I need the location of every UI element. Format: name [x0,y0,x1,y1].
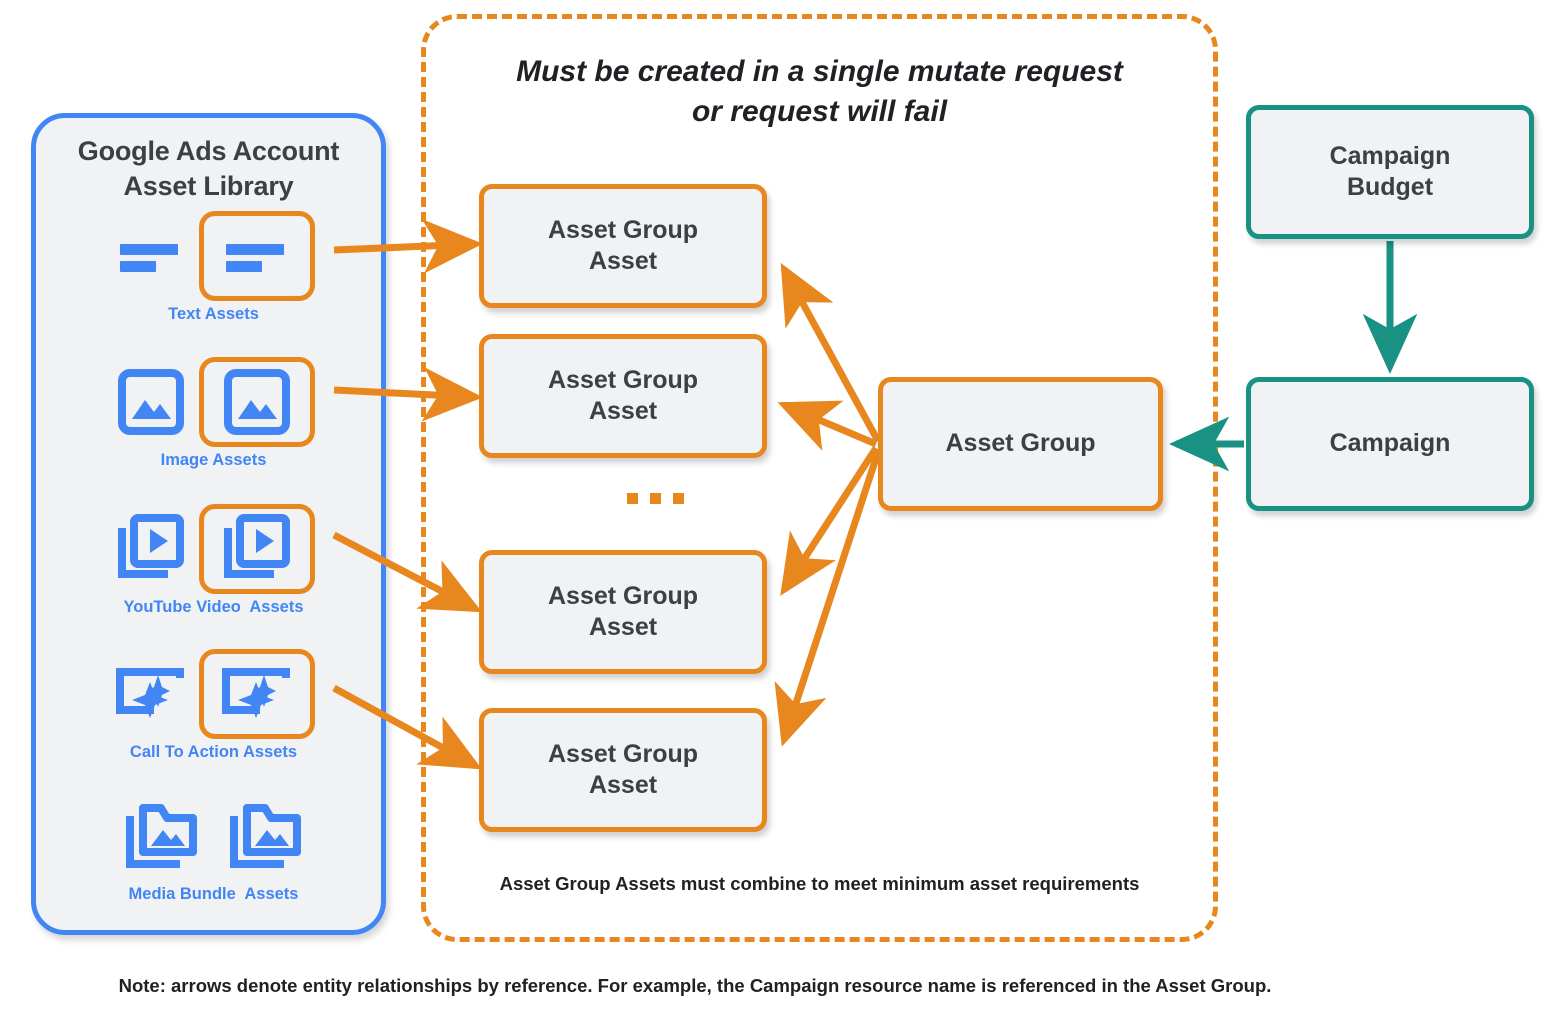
ellipsis-dot-1 [627,493,638,504]
library-caption-media-bundle-assets: Media Bundle Assets [128,885,299,903]
asset-library-title-line-2: Asset Library [123,170,294,201]
aga-line-2: Asset [588,397,658,425]
asset-group-asset-label-1: Asset Group Asset [548,215,698,278]
library-caption-youtube-video-assets: YouTube Video Assets [123,598,304,616]
asset-group-asset-label-4: Asset Group Asset [548,739,698,802]
aga-line-1: Asset Group [547,365,699,394]
media-bundle-folder-icon [124,798,200,874]
mutate-request-container [421,14,1218,942]
library-row-youtube-video-assets: YouTube Video Assets [36,503,391,617]
library-row-call-to-action-assets: Call To Action Assets [36,648,391,762]
asset-group-asset-node-2[interactable]: Asset Group Asset [479,334,767,458]
asset-group-asset-ellipsis [627,493,684,504]
image-icon-selected[interactable] [198,357,315,447]
library-caption-text-assets: Text Assets [168,305,259,323]
asset-group-asset-node-4[interactable]: Asset Group Asset [479,708,767,832]
asset-library-panel: Google Ads Account Asset Library [31,113,386,935]
asset-library-title: Google Ads Account Asset Library [36,134,381,203]
library-caption-call-to-action-assets: Call To Action Assets [129,743,298,761]
mutate-request-footnote: Asset Group Assets must combine to meet … [499,873,1140,894]
library-caption-image-assets: Image Assets [160,451,267,469]
mutate-request-title: Must be created in a single mutate reque… [441,52,1198,131]
asset-group-asset-label-3: Asset Group Asset [548,581,698,644]
video-stack-icons [36,503,391,595]
mutate-title-line-1: Must be created in a single mutate reque… [516,55,1123,88]
aga-line-1: Asset Group [547,581,699,610]
aga-line-2: Asset [588,247,658,275]
library-row-text-assets: Text Assets [36,210,391,324]
text-lines-icon [113,218,189,294]
media-bundle-folder-icons [36,790,391,882]
diagram-note: Note: arrows denote entity relationships… [118,975,1272,996]
campaign-budget-node[interactable]: Campaign Budget [1246,105,1534,239]
call-to-action-icon [113,656,189,732]
asset-group-node[interactable]: Asset Group [878,377,1163,511]
aga-line-2: Asset [588,771,658,799]
campaign-budget-label: Campaign Budget [1330,141,1451,204]
ellipsis-dot-3 [673,493,684,504]
library-row-image-assets: Image Assets [36,356,391,470]
asset-group-label: Asset Group [945,429,1096,458]
aga-line-1: Asset Group [547,215,699,244]
asset-group-asset-label-2: Asset Group Asset [548,365,698,428]
text-assets-icons [36,210,391,302]
asset-library-title-line-1: Google Ads Account [77,136,340,166]
video-stack-icon [113,511,189,587]
asset-group-asset-node-1[interactable]: Asset Group Asset [479,184,767,308]
aga-line-1: Asset Group [547,739,699,768]
call-to-action-icons [36,648,391,740]
campaign-label: Campaign [1329,429,1451,458]
image-icon [113,364,189,440]
aga-line-2: Asset [588,613,658,641]
campaign-budget-line-1: Campaign [1329,141,1451,170]
text-lines-icon-selected[interactable] [198,211,315,301]
media-bundle-folder-icon-second [228,798,304,874]
asset-group-asset-node-3[interactable]: Asset Group Asset [479,550,767,674]
mutate-title-line-2: or request will fail [691,94,948,128]
campaign-node[interactable]: Campaign [1246,377,1534,511]
call-to-action-icon-selected[interactable] [198,649,315,739]
campaign-budget-line-2: Budget [1346,173,1434,201]
image-assets-icons [36,356,391,448]
ellipsis-dot-2 [650,493,661,504]
video-stack-icon-selected[interactable] [198,504,315,594]
library-row-media-bundle-assets: Media Bundle Assets [36,790,391,904]
